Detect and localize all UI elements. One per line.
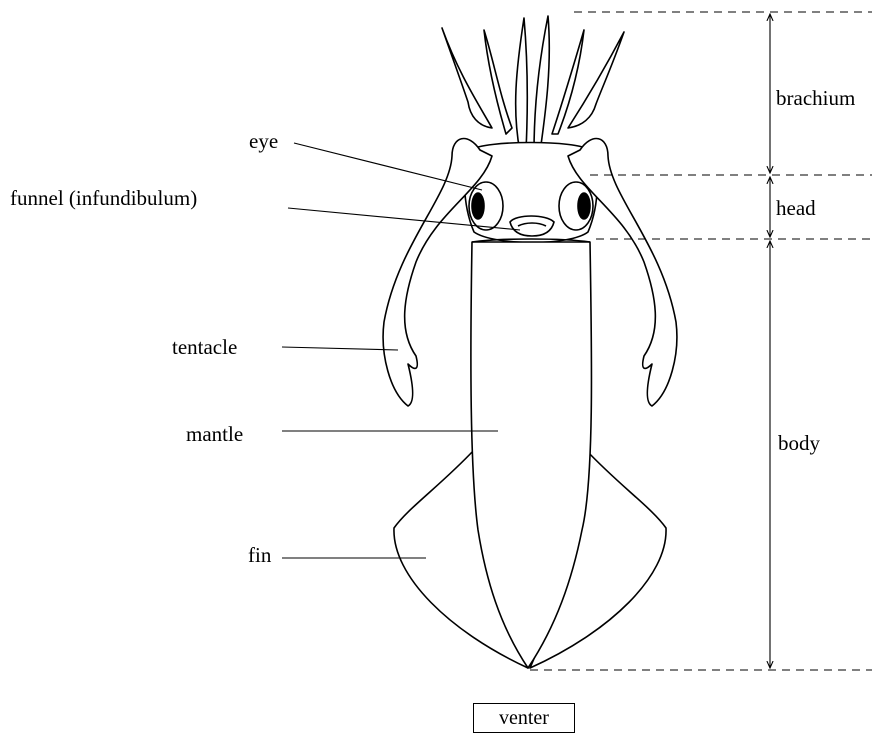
arm-left-outer (442, 28, 492, 128)
arm-center-left (516, 18, 528, 152)
arm-right-outer (568, 32, 624, 128)
fin-label: fin (248, 545, 271, 566)
arm-center-right (534, 16, 549, 152)
body (394, 239, 666, 668)
view-label-box: venter (473, 703, 575, 733)
brachium-label: brachium (776, 88, 855, 109)
arm-left-inner (484, 30, 512, 134)
funnel-label: funnel (infundibulum) (10, 188, 197, 209)
mantle-label: mantle (186, 424, 243, 445)
tentacle-leader (282, 347, 398, 350)
funnel-shape (510, 216, 554, 236)
right-pupil (578, 193, 590, 219)
tentacle-label: tentacle (172, 337, 237, 358)
left-pupil (472, 193, 484, 219)
head-label: head (776, 198, 816, 219)
body-label: body (778, 433, 820, 454)
eye-label: eye (249, 131, 278, 152)
view-label: venter (499, 707, 549, 730)
arms (442, 16, 624, 152)
